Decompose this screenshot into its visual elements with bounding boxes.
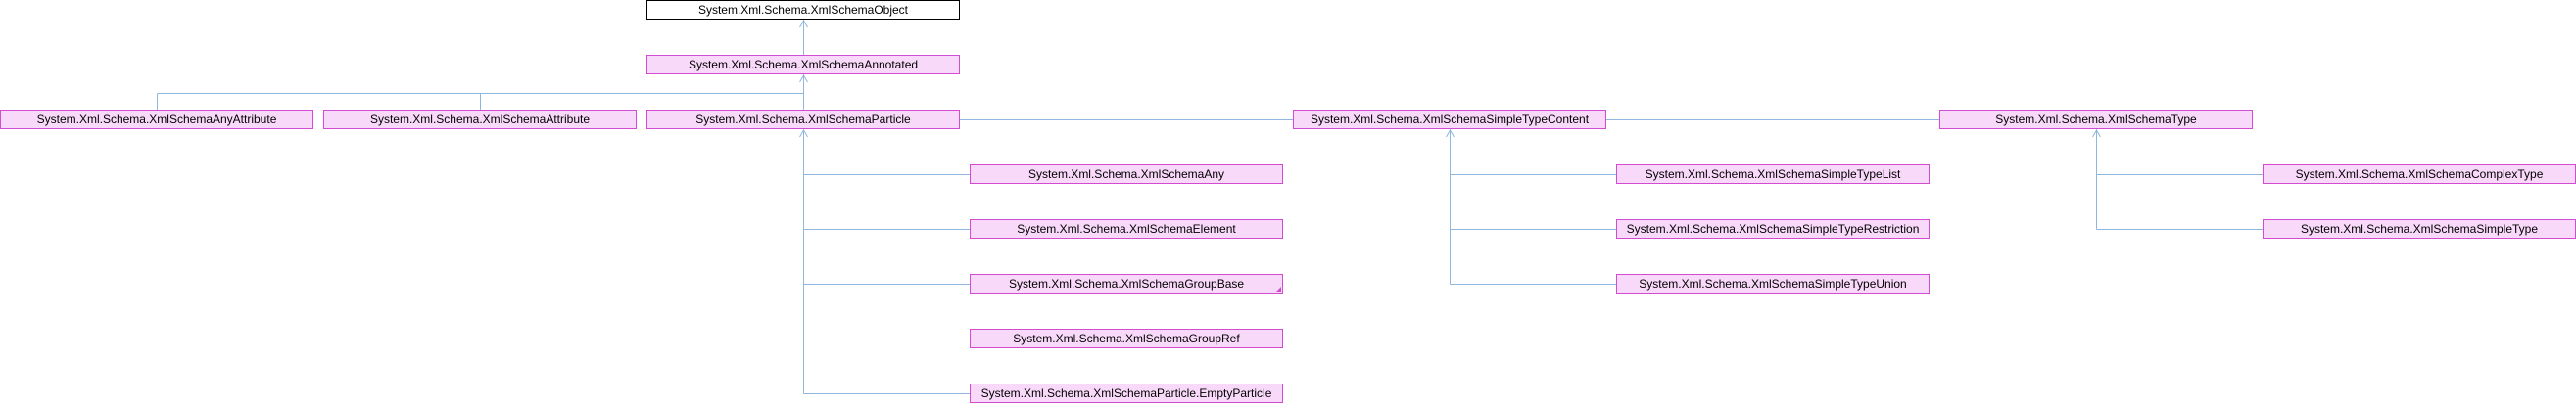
node-xml-schema-group-ref[interactable]: System.Xml.Schema.XmlSchemaGroupRef: [970, 329, 1283, 348]
node-xml-schema-simple-type-list[interactable]: System.Xml.Schema.XmlSchemaSimpleTypeLis…: [1616, 164, 1930, 184]
arrowhead-object: [799, 19, 808, 28]
node-xml-schema-simple-type-restriction[interactable]: System.Xml.Schema.XmlSchemaSimpleTypeRes…: [1616, 219, 1930, 239]
node-xml-schema-any[interactable]: System.Xml.Schema.XmlSchemaAny: [970, 164, 1283, 184]
node-xml-schema-object[interactable]: System.Xml.Schema.XmlSchemaObject: [646, 0, 960, 20]
node-xml-schema-element[interactable]: System.Xml.Schema.XmlSchemaElement: [970, 219, 1283, 239]
node-xml-schema-particle[interactable]: System.Xml.Schema.XmlSchemaParticle: [646, 110, 960, 129]
node-xml-schema-empty-particle[interactable]: System.Xml.Schema.XmlSchemaParticle.Empt…: [970, 384, 1283, 403]
node-xml-schema-group-base[interactable]: System.Xml.Schema.XmlSchemaGroupBase: [970, 274, 1283, 294]
node-xml-schema-attribute[interactable]: System.Xml.Schema.XmlSchemaAttribute: [323, 110, 637, 129]
node-xml-schema-any-attribute[interactable]: System.Xml.Schema.XmlSchemaAnyAttribute: [0, 110, 313, 129]
node-xml-schema-simple-type-union[interactable]: System.Xml.Schema.XmlSchemaSimpleTypeUni…: [1616, 274, 1930, 294]
node-xml-schema-complex-type[interactable]: System.Xml.Schema.XmlSchemaComplexType: [2263, 164, 2576, 184]
node-xml-schema-type[interactable]: System.Xml.Schema.XmlSchemaType: [1939, 110, 2253, 129]
node-xml-schema-annotated[interactable]: System.Xml.Schema.XmlSchemaAnnotated: [646, 55, 960, 74]
node-xml-schema-simple-type[interactable]: System.Xml.Schema.XmlSchemaSimpleType: [2263, 219, 2576, 239]
node-xml-schema-simple-type-content[interactable]: System.Xml.Schema.XmlSchemaSimpleTypeCon…: [1293, 110, 1606, 129]
